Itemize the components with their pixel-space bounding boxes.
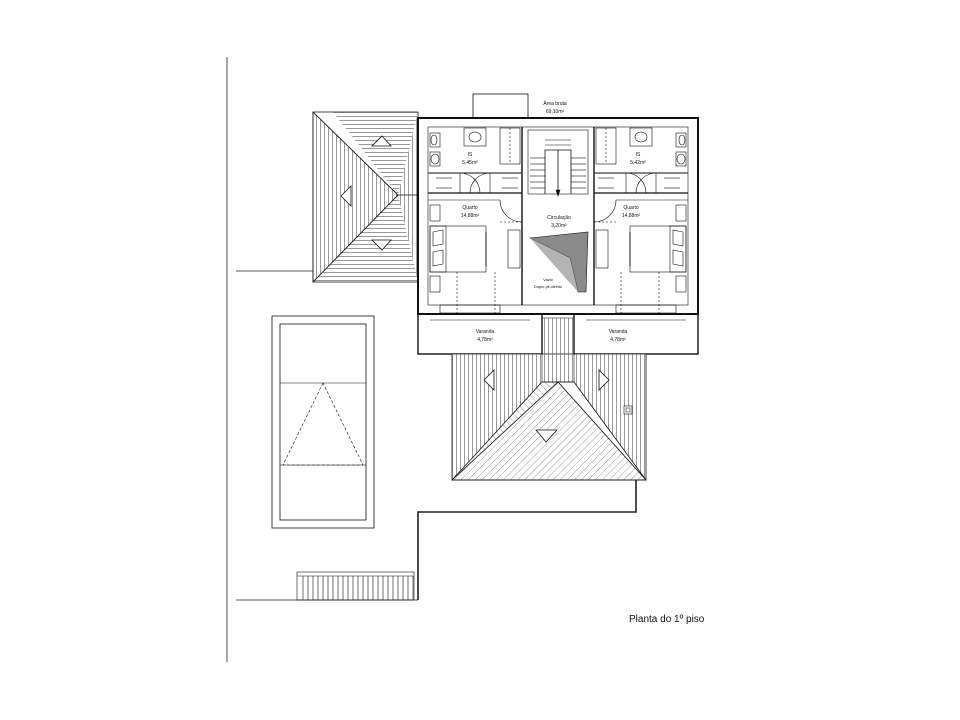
room-labels: Área bruta 69,10m² IS 5,45m² IS 5,42m² Q… xyxy=(461,100,646,343)
area-bruta-value: 69,10m² xyxy=(546,109,565,115)
circulacao-area: 3,20m² xyxy=(551,223,567,229)
is-right-title: IS xyxy=(636,152,641,158)
quarto-left-title: Quarto xyxy=(462,205,478,211)
roof-arrow-icon xyxy=(535,429,558,443)
roof-arrow-icon xyxy=(371,239,392,251)
roof-vent xyxy=(623,405,633,415)
drawing-title: Planta do 1º piso xyxy=(629,614,705,625)
quarto-left-area: 14,88m² xyxy=(461,213,480,219)
is-right-area: 5,42m² xyxy=(630,160,646,166)
void-double-height xyxy=(528,231,589,293)
pool xyxy=(271,315,375,529)
roof-arrow-icon xyxy=(371,135,392,147)
circulation-doors xyxy=(499,199,617,223)
circulacao-title: Circulação xyxy=(547,215,571,221)
bedroom-left-furniture xyxy=(429,204,521,314)
area-bruta-title: Área bruta xyxy=(543,100,567,107)
vazio-title: Vazio xyxy=(543,277,553,282)
varanda-left-title: Varanda xyxy=(476,329,495,335)
chimney xyxy=(472,93,529,119)
vazio-subtitle: Duplo pé-direito xyxy=(534,284,563,289)
roof-front-hip xyxy=(450,317,647,481)
roof-arrow-icon xyxy=(598,369,610,391)
varanda-right-area: 4,78m² xyxy=(610,337,626,343)
quarto-right-title: Quarto xyxy=(623,205,639,211)
bedroom-right-furniture xyxy=(595,204,687,314)
roof-left-hip xyxy=(312,111,419,283)
quarto-right-area: 14,88m² xyxy=(622,213,641,219)
garden-steps xyxy=(296,571,415,601)
is-left-title: IS xyxy=(468,152,473,158)
varanda-right-title: Varanda xyxy=(609,329,628,335)
roof-arrow-icon xyxy=(340,185,352,207)
bathroom-left-fixtures xyxy=(428,127,522,194)
is-left-area: 5,45m² xyxy=(462,160,478,166)
roof-arrow-icon xyxy=(483,369,495,391)
bathroom-right-fixtures xyxy=(594,127,688,194)
varanda-left-area: 4,78m² xyxy=(477,337,493,343)
stairs xyxy=(530,139,586,197)
